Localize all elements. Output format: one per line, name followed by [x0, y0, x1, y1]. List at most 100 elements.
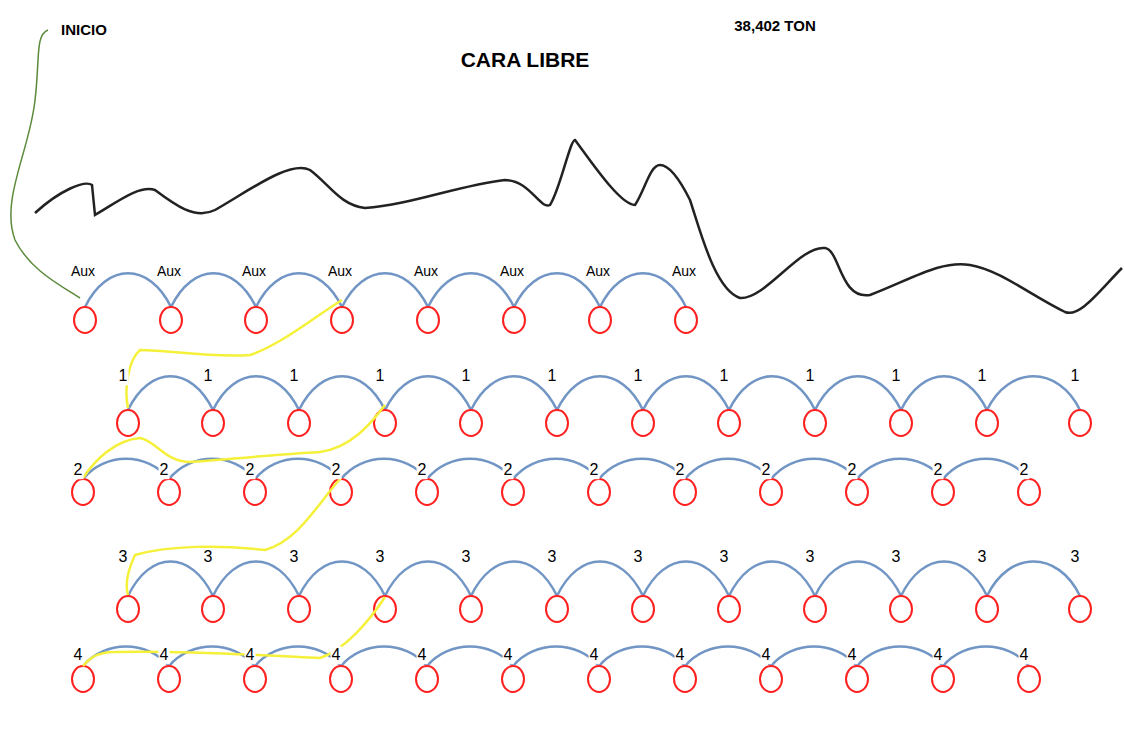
blast-hole — [460, 410, 482, 436]
delay-number: 4 — [933, 646, 944, 664]
delay-number: 1 — [719, 367, 730, 385]
blast-hole — [72, 479, 94, 505]
blast-hole — [244, 666, 266, 692]
blast-hole — [288, 596, 310, 622]
blast-hole — [288, 410, 310, 436]
blast-hole — [416, 666, 438, 692]
detonating-cord — [901, 376, 987, 410]
delay-number: 2 — [331, 461, 342, 479]
detonating-cord — [128, 376, 213, 410]
delay-number: 3 — [805, 548, 816, 566]
blast-hole — [674, 479, 696, 505]
delay-number: 1 — [891, 367, 902, 385]
detonating-cord — [943, 647, 1029, 667]
delay-number: 4 — [761, 646, 772, 664]
delay-number: 2 — [1019, 461, 1030, 479]
blast-hole — [72, 666, 94, 692]
blast-hole-group — [72, 307, 1091, 692]
detonating-cord — [427, 459, 513, 479]
delay-number: 1 — [547, 367, 558, 385]
blast-hole — [330, 666, 352, 692]
delay-number: 2 — [159, 461, 170, 479]
blast-hole — [588, 479, 610, 505]
delay-number: 1 — [289, 367, 300, 385]
delay-number: 3 — [289, 548, 300, 566]
blast-hole — [674, 666, 696, 692]
delay-number: 2 — [675, 461, 686, 479]
detonating-cord — [299, 376, 385, 410]
blast-hole — [632, 596, 654, 622]
blast-hole — [160, 307, 182, 333]
delay-number: 4 — [589, 646, 600, 664]
detonating-cord — [471, 376, 557, 410]
detonating-cord — [643, 562, 729, 597]
detonating-cord — [857, 459, 943, 479]
blast-hole — [202, 596, 224, 622]
delay-number: Aux — [156, 264, 182, 279]
delay-number: 3 — [977, 548, 988, 566]
delay-number: 1 — [118, 367, 129, 385]
delay-number: 3 — [891, 548, 902, 566]
detonating-cord — [385, 562, 471, 597]
detonating-cord — [128, 562, 213, 597]
detonating-cord — [987, 376, 1080, 410]
delay-number: 4 — [675, 646, 686, 664]
blast-hole — [158, 479, 180, 505]
delay-number: 3 — [633, 548, 644, 566]
blast-hole — [1018, 479, 1040, 505]
detonating-cord — [341, 647, 427, 667]
delay-number: 3 — [375, 548, 386, 566]
blast-hole — [932, 479, 954, 505]
detonating-cord — [513, 647, 599, 667]
sequence-line — [83, 405, 385, 478]
delay-number: Aux — [241, 264, 267, 279]
detonating-cord — [943, 459, 1029, 479]
blast-hole — [890, 596, 912, 622]
detonating-cord — [685, 647, 771, 667]
blast-hole — [1018, 666, 1040, 692]
blast-hole — [117, 596, 139, 622]
detonating-cord — [857, 647, 943, 667]
heading-label: CARA LIBRE — [460, 48, 591, 71]
blast-hole — [117, 410, 139, 436]
delay-number: 1 — [375, 367, 386, 385]
firing-sequence-lines — [83, 300, 385, 666]
delay-number: 2 — [933, 461, 944, 479]
blast-hole — [245, 307, 267, 333]
blast-hole — [932, 666, 954, 692]
detonating-cord — [987, 562, 1080, 597]
detonating-cord — [685, 459, 771, 479]
blast-hole — [976, 410, 998, 436]
heading-label: INICIO — [60, 22, 108, 39]
detonating-cord — [513, 459, 599, 479]
blast-hole — [846, 666, 868, 692]
blast-hole — [502, 479, 524, 505]
blast-hole — [546, 410, 568, 436]
detonating-cord — [299, 562, 385, 597]
delay-number: Aux — [585, 264, 611, 279]
detonating-cord — [255, 459, 341, 479]
delay-number: 2 — [503, 461, 514, 479]
detonating-cord — [169, 647, 255, 667]
blast-hole — [890, 410, 912, 436]
detonating-cord-group — [83, 273, 1080, 666]
detonating-cord — [557, 376, 643, 410]
blast-hole — [760, 479, 782, 505]
sequence-line — [127, 300, 343, 408]
detonating-cord — [599, 647, 685, 667]
delay-number: 1 — [203, 367, 214, 385]
blast-hole — [331, 307, 353, 333]
blast-hole — [416, 479, 438, 505]
detonating-cord — [771, 459, 857, 479]
delay-number: Aux — [499, 264, 525, 279]
detonating-cord — [643, 376, 729, 410]
heading-label: 38,402 TON — [733, 18, 816, 35]
blast-hole — [503, 307, 525, 333]
blast-hole — [502, 666, 524, 692]
blast-hole — [675, 307, 697, 333]
delay-number: 4 — [1019, 646, 1030, 664]
blast-hole — [976, 596, 998, 622]
delay-number: 3 — [461, 548, 472, 566]
detonating-cord — [815, 376, 901, 410]
